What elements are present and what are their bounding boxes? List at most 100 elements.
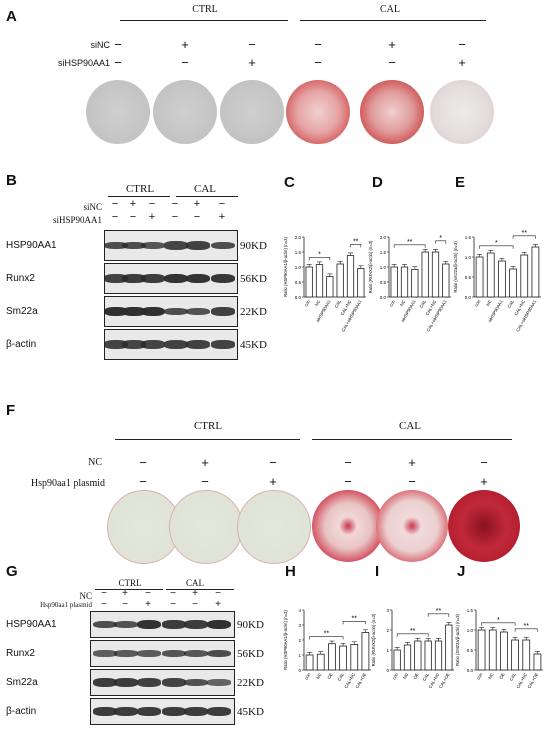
x-tick-label-3: CAL bbox=[419, 298, 428, 308]
blot-row-1 bbox=[90, 640, 235, 667]
sign-row2-0: − bbox=[114, 55, 122, 70]
sign-row1-0: − bbox=[139, 455, 147, 470]
sig-label-1: ** bbox=[352, 615, 358, 622]
stained-dish-a-0 bbox=[86, 80, 150, 144]
band-2-1 bbox=[122, 306, 146, 317]
protein-label-3: β-actin bbox=[6, 338, 37, 350]
band-2-5 bbox=[207, 679, 231, 686]
y-tick-label-2: 2 bbox=[298, 638, 301, 643]
protein-label-1: Runx2 bbox=[6, 272, 35, 284]
sign-row2-0: − bbox=[111, 211, 119, 223]
bar-3 bbox=[511, 639, 519, 671]
bar-3 bbox=[339, 645, 347, 671]
y-tick-label-0: 0.0 bbox=[465, 295, 472, 300]
x-tick-label-0: con bbox=[304, 671, 312, 680]
bar-0 bbox=[390, 266, 398, 298]
y-axis-label: Ratio (SM22a/β-actin) (n=3) bbox=[455, 613, 460, 665]
sign-row1-1: + bbox=[181, 37, 189, 52]
protein-label-0: HSP90AA1 bbox=[6, 618, 57, 630]
band-2-5 bbox=[211, 307, 235, 316]
x-tick-label-3: CAL bbox=[336, 671, 345, 681]
sign-row2-2: + bbox=[145, 599, 151, 610]
sig-bracket-0 bbox=[396, 633, 429, 637]
kd-label-1: 56KD bbox=[240, 272, 267, 285]
bar-5 bbox=[533, 653, 542, 671]
sign-row1-0: − bbox=[101, 588, 107, 599]
stained-dish-f-2 bbox=[237, 490, 311, 564]
x-tick-label-1: NC bbox=[399, 299, 406, 307]
sig-bracket-1 bbox=[427, 613, 450, 617]
row-label-nc-g: NC bbox=[79, 591, 92, 601]
band-1-3 bbox=[164, 273, 188, 284]
band-0-3 bbox=[162, 620, 186, 629]
sign-row2-4: − bbox=[192, 599, 198, 610]
sig-label-1: * bbox=[439, 235, 442, 242]
band-1-5 bbox=[211, 273, 235, 284]
bar-3 bbox=[509, 268, 517, 298]
y-axis-label: Ratio (sm22a/β-actin) (n=3) bbox=[453, 241, 458, 293]
protein-label-3: β-actin bbox=[6, 705, 37, 717]
sign-row2-2: + bbox=[269, 474, 277, 489]
panel-label-b: B bbox=[6, 172, 17, 189]
y-tick-label-3: 1.5 bbox=[467, 608, 474, 613]
ctrl-line-f bbox=[115, 439, 300, 440]
band-1-0 bbox=[93, 650, 117, 657]
y-tick-label-2: 1.0 bbox=[295, 265, 302, 270]
sig-bracket-0 bbox=[479, 245, 514, 249]
row-label-sinc-b: siNC bbox=[83, 202, 102, 212]
cal-label-a: CAL bbox=[380, 4, 400, 15]
sign-row1-1: + bbox=[122, 588, 128, 599]
stained-dish-a-5 bbox=[430, 80, 494, 144]
sig-bracket-1 bbox=[512, 235, 536, 239]
y-tick-label-2: 1.0 bbox=[380, 265, 387, 270]
bar-2 bbox=[414, 640, 422, 671]
y-axis-label: Ratio (RUNX2/β-actin) (n=3) bbox=[371, 613, 376, 666]
sig-label-1: ** bbox=[353, 238, 359, 245]
band-0-4 bbox=[184, 620, 208, 629]
bar-2 bbox=[498, 260, 506, 298]
blot-row-2 bbox=[104, 296, 238, 327]
kd-label-1: 56KD bbox=[237, 647, 264, 660]
row-label-sihsp-b: siHSP90AA1 bbox=[52, 215, 102, 225]
band-0-5 bbox=[207, 619, 231, 630]
x-tick-label-1: NC bbox=[402, 672, 409, 680]
stained-dish-f-1 bbox=[169, 490, 243, 564]
bar-2 bbox=[500, 631, 508, 671]
band-2-1 bbox=[114, 678, 138, 687]
sign-row2-1: − bbox=[201, 474, 209, 489]
panel-label-e: E bbox=[455, 174, 466, 191]
bar-0 bbox=[393, 649, 401, 671]
sign-row2-4: − bbox=[388, 55, 396, 70]
band-1-5 bbox=[207, 649, 231, 658]
stained-dish-a-4 bbox=[360, 80, 424, 144]
bar-0 bbox=[475, 256, 484, 298]
sig-label-1: ** bbox=[524, 623, 530, 630]
band-3-4 bbox=[186, 340, 210, 349]
bar-3 bbox=[421, 251, 429, 298]
x-tick-label-0: con bbox=[476, 671, 484, 680]
band-3-1 bbox=[114, 707, 138, 716]
sig-label-0: ** bbox=[410, 628, 416, 635]
cal-label-g: CAL bbox=[186, 578, 204, 588]
band-1-2 bbox=[137, 650, 161, 657]
stained-dish-f-3 bbox=[312, 490, 384, 562]
x-tick-label-3: CAL bbox=[422, 671, 431, 681]
ctrl-label-f: CTRL bbox=[193, 420, 223, 432]
x-tick-label-1: NC bbox=[315, 672, 322, 680]
y-tick-label-4: 2.0 bbox=[295, 235, 302, 240]
y-tick-label-4: 2.0 bbox=[380, 235, 387, 240]
bar-1 bbox=[486, 252, 495, 298]
sign-row2-2: + bbox=[148, 211, 156, 223]
x-tick-label-0: con bbox=[388, 298, 396, 307]
sign-row2-3: − bbox=[170, 599, 176, 610]
protein-label-2: Sm22a bbox=[6, 676, 38, 688]
row-label-sinc-a: siNC bbox=[90, 40, 111, 50]
band-0-3 bbox=[164, 241, 188, 250]
sign-row1-1: + bbox=[129, 198, 137, 210]
blot-row-3 bbox=[90, 698, 235, 725]
band-0-1 bbox=[122, 241, 146, 250]
y-axis-label: Ratio (HSP90AA1/β-actin) (n=3) bbox=[283, 237, 288, 297]
sig-label-1: ** bbox=[436, 608, 442, 615]
